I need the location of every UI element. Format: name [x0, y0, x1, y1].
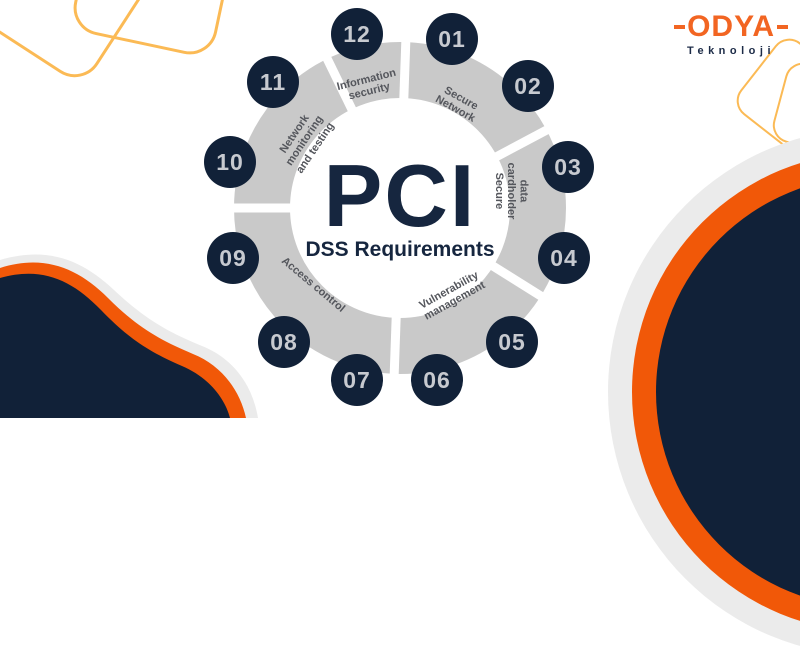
- requirement-node-05: 05: [486, 316, 538, 368]
- label-secure-cardholder-data: Secure cardholder data: [492, 162, 530, 220]
- requirement-node-02: 02: [502, 60, 554, 112]
- requirement-node-04: 04: [538, 232, 590, 284]
- requirements-ring: [234, 42, 566, 374]
- logo-right-dash-icon: [777, 25, 788, 29]
- brand-logo: ODYA Teknoloji: [674, 12, 788, 57]
- requirement-node-01: 01: [426, 13, 478, 65]
- brand-subtitle: Teknoloji: [687, 45, 776, 57]
- decor-wave-blob: [0, 254, 258, 418]
- wheel-subtitle: DSS Requirements: [305, 238, 495, 261]
- brand-name: ODYA: [687, 10, 775, 43]
- logo-left-dash-icon: [674, 25, 686, 29]
- requirement-node-09: 09: [207, 232, 259, 284]
- requirement-node-10: 10: [204, 136, 256, 188]
- requirement-node-06: 06: [411, 354, 463, 406]
- wheel-title: PCI: [323, 146, 477, 245]
- requirement-node-12: 12: [331, 8, 383, 60]
- requirement-node-08: 08: [258, 316, 310, 368]
- requirement-node-07: 07: [331, 354, 383, 406]
- requirement-node-03: 03: [542, 141, 594, 193]
- requirement-node-11: 11: [247, 56, 299, 108]
